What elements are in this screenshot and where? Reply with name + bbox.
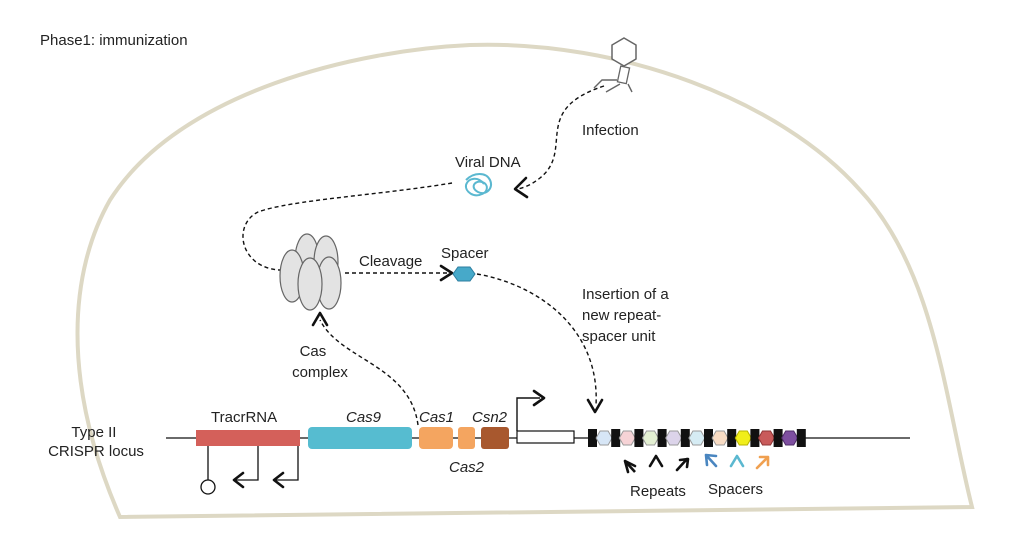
- cell-outline: [75, 42, 975, 520]
- array-spacer-hexagon: [641, 430, 660, 446]
- crispr-array: [588, 429, 806, 447]
- array-spacer-hexagon: [595, 430, 613, 446]
- repeat-block: [796, 429, 806, 447]
- viral-dna-icon: [464, 173, 492, 197]
- array-spacer-hexagon: [688, 430, 706, 446]
- page-title: Phase1: immunization: [40, 32, 188, 49]
- cas-expression-arrowhead-icon: [311, 311, 329, 327]
- insertion-label-line3: spacer unit: [582, 328, 656, 345]
- promoter-arrow: [516, 397, 540, 431]
- array-spacer-hexagon: [781, 430, 799, 446]
- viral-dna-to-cas-path: [242, 182, 453, 271]
- bacteriophage-icon: [593, 37, 637, 93]
- insertion-label-line1: Insertion of a: [582, 286, 669, 303]
- cleavage-arrowhead-icon: [439, 264, 454, 282]
- locus-label-line1: Type II: [71, 424, 116, 441]
- leader-sequence: [516, 430, 575, 444]
- repeat-block: [727, 429, 737, 447]
- insertion-path: [476, 273, 597, 406]
- tracrrna-arrow-1-icon: [232, 471, 245, 489]
- spacer-label: Spacer: [441, 245, 489, 262]
- cas1-gene: [419, 427, 453, 449]
- csn2-label: Csn2: [472, 409, 508, 426]
- infection-arrowhead-icon: [513, 176, 529, 199]
- tracrrna-label: TracrRNA: [211, 409, 277, 426]
- tracrrna-gene: [196, 430, 300, 446]
- cas-expression-path: [319, 319, 419, 426]
- cas-complex-label-line1: Cas: [300, 343, 327, 360]
- spacer-arrows: [704, 453, 770, 470]
- array-spacer-hexagon: [711, 430, 729, 446]
- repeat-block: [634, 429, 644, 447]
- spacer-arrow-3-icon: [755, 455, 770, 470]
- repeat-block: [588, 429, 597, 447]
- tracrrna-arrow-2-icon: [272, 471, 285, 489]
- cas1-label: Cas1: [419, 409, 454, 426]
- repeat-arrow-2-icon: [648, 454, 664, 468]
- terminator-icon: [200, 479, 216, 495]
- spacer-arrow-1-icon: [704, 453, 718, 468]
- cas-complex-label-line2: complex: [292, 364, 348, 381]
- locus-label: Type II CRISPR locus: [48, 424, 144, 460]
- infection-label: Infection: [582, 122, 639, 139]
- cas9-gene: [308, 427, 412, 449]
- cas-complex-icon: [279, 233, 342, 311]
- repeat-block: [657, 429, 667, 447]
- cas-complex-label: Cas complex: [292, 343, 348, 381]
- repeat-arrows: [623, 454, 690, 474]
- array-spacer-hexagon: [734, 430, 752, 446]
- repeats-label: Repeats: [630, 483, 686, 500]
- repeat-block: [750, 429, 760, 447]
- cas9-label: Cas9: [346, 409, 382, 426]
- insertion-label-line2: new repeat-: [582, 307, 661, 324]
- spacer-hexagon-icon: [452, 266, 476, 282]
- array-spacer-hexagon: [757, 430, 776, 446]
- repeat-block: [773, 429, 783, 447]
- insertion-arrowhead-icon: [586, 398, 604, 414]
- locus-label-line2: CRISPR locus: [48, 443, 144, 460]
- spacer-arrow-2-icon: [729, 454, 745, 468]
- cas2-label: Cas2: [449, 459, 485, 476]
- array-spacer-hexagon: [665, 430, 683, 446]
- spacers-label: Spacers: [708, 481, 763, 498]
- repeat-arrow-3-icon: [675, 457, 690, 472]
- viral-dna-label: Viral DNA: [455, 154, 521, 171]
- cleavage-label: Cleavage: [359, 253, 422, 270]
- promoter-arrowhead-icon: [532, 389, 546, 407]
- array-spacer-hexagon: [618, 430, 636, 446]
- insertion-label: Insertion of a new repeat- spacer unit: [582, 286, 673, 345]
- repeat-block: [704, 429, 713, 447]
- repeat-block: [680, 429, 690, 447]
- repeat-block: [611, 429, 621, 447]
- tracrrna-transcripts: [200, 446, 299, 495]
- cas2-gene: [458, 427, 475, 449]
- csn2-gene: [481, 427, 509, 449]
